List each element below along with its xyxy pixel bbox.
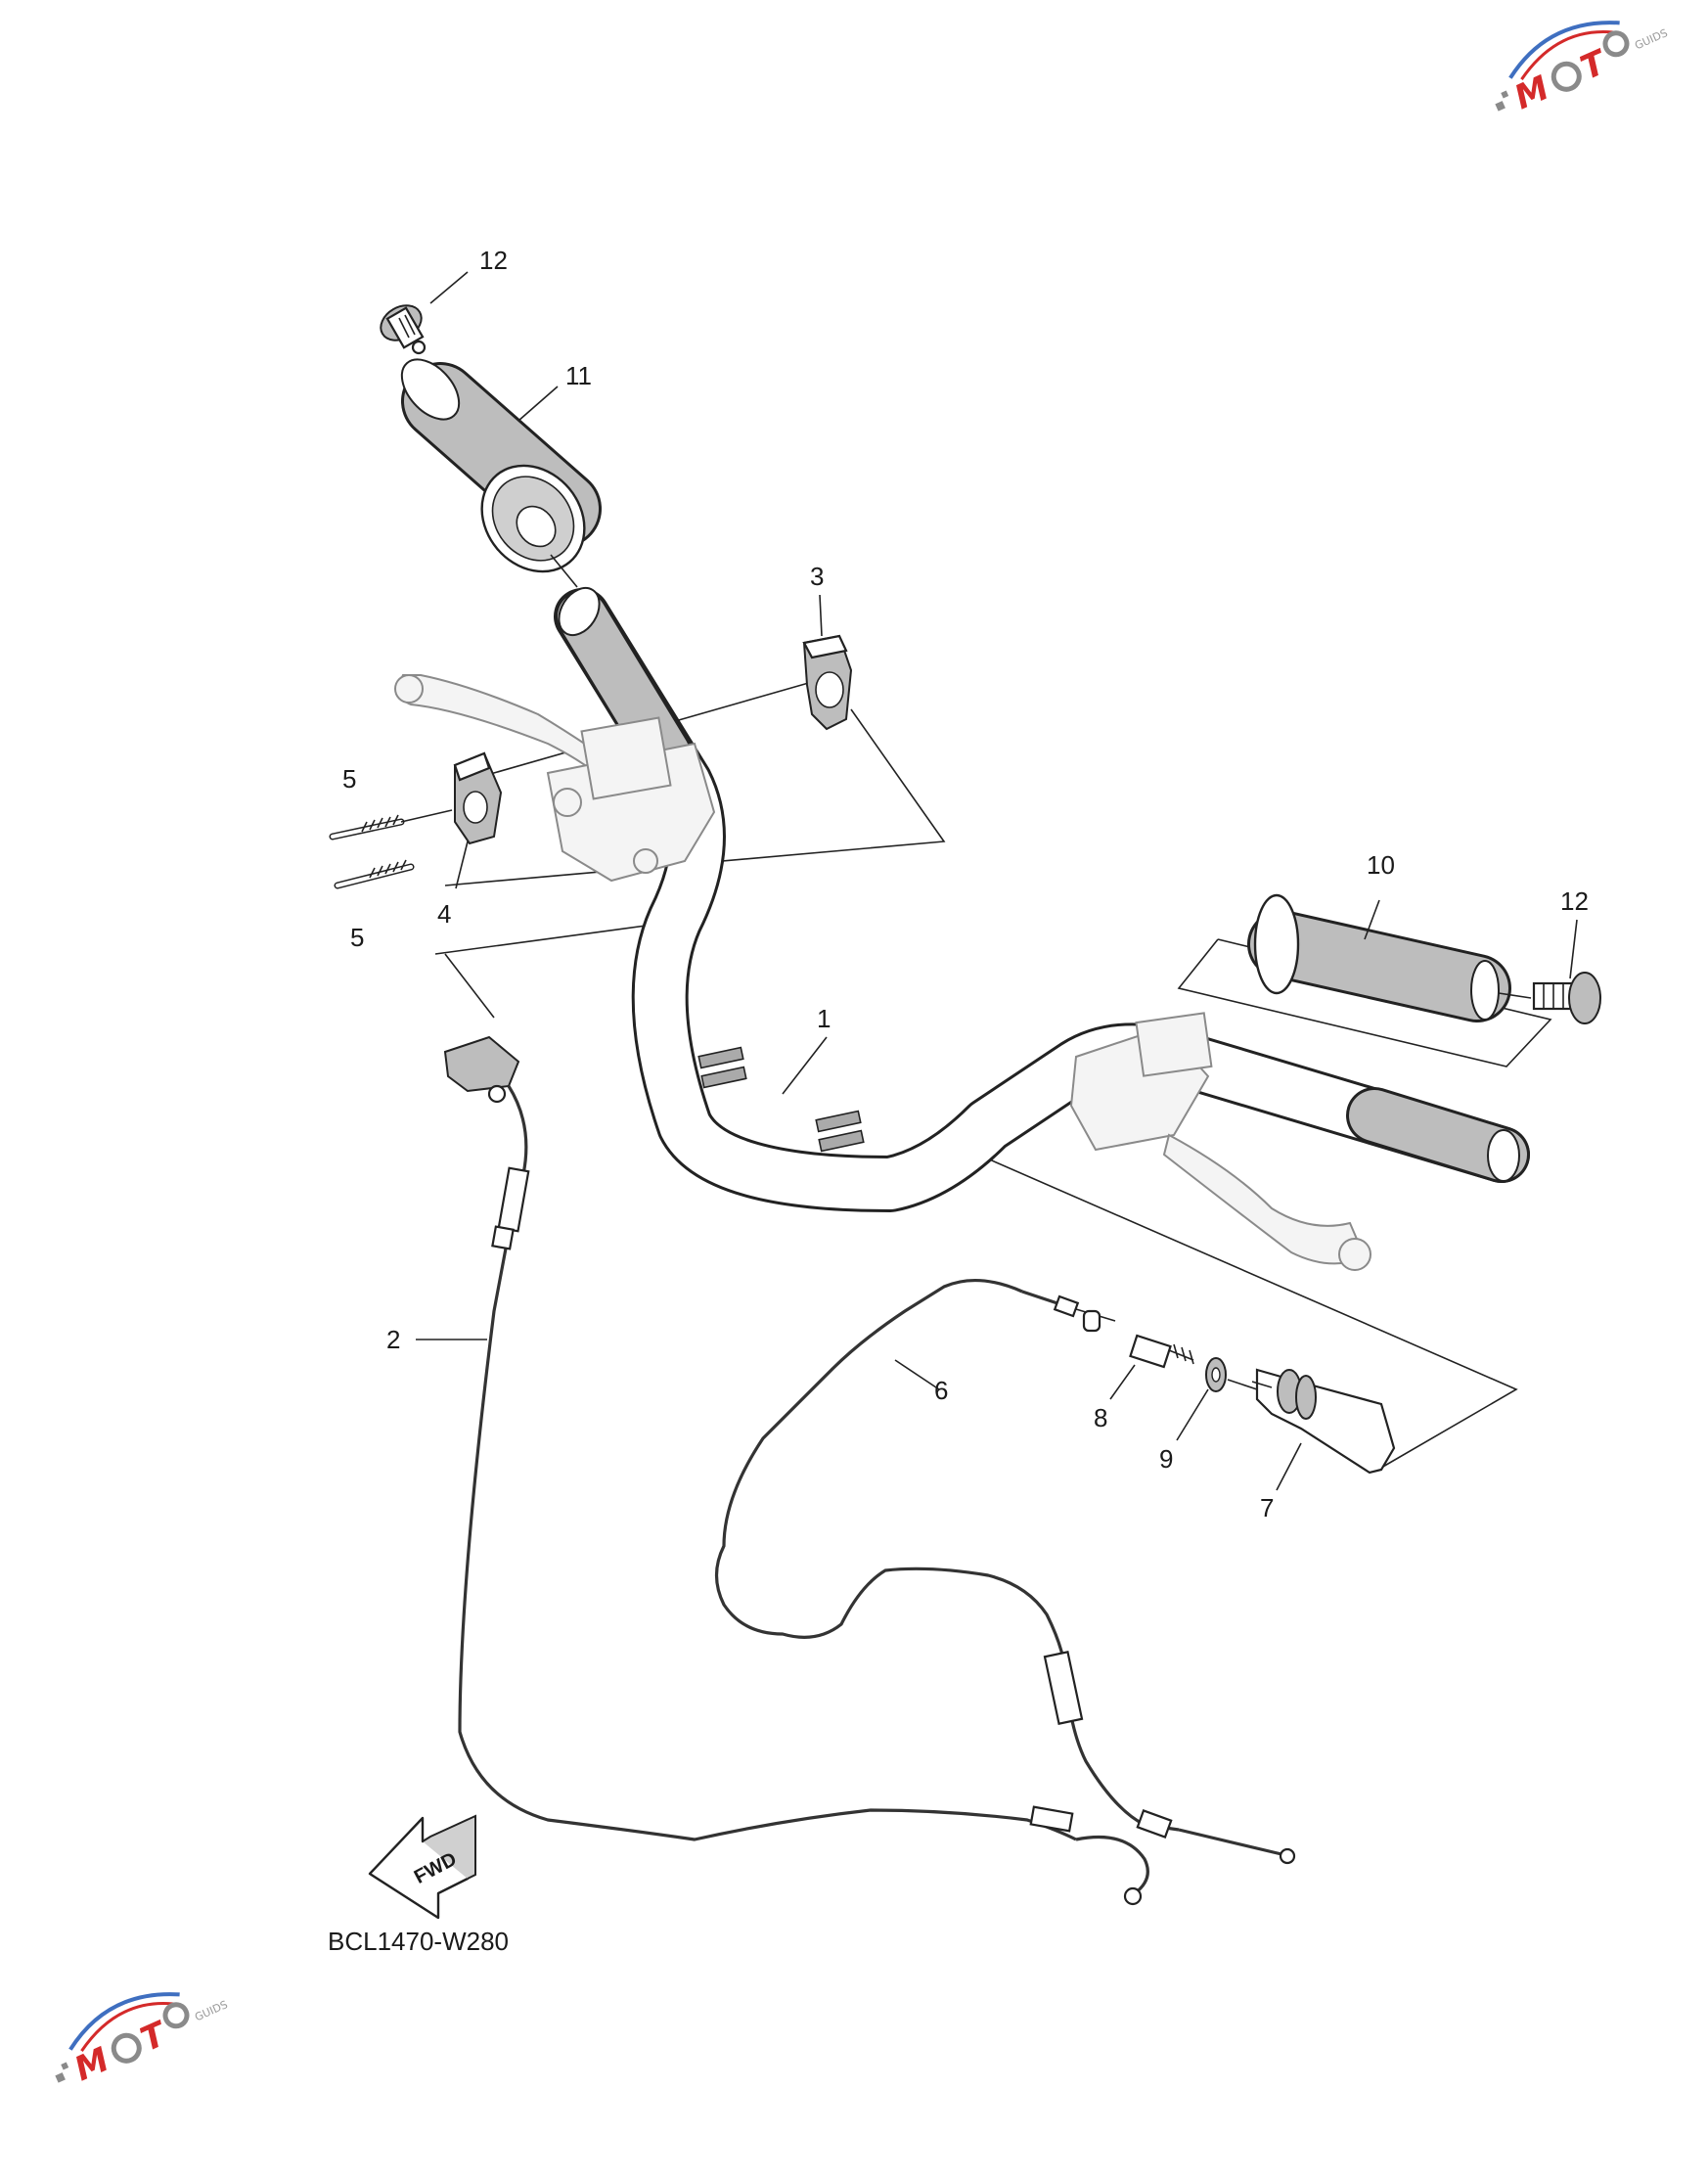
watermark-logo-top: M T GUIDS xyxy=(1495,21,1670,117)
callout-10: 10 xyxy=(1367,850,1395,880)
lever-holder-lower xyxy=(453,751,503,845)
callout-12-right: 12 xyxy=(1560,886,1589,916)
bolt-lower xyxy=(334,859,415,889)
watermark-logo-bottom: M T GUIDS xyxy=(55,1992,230,2089)
gear-icon xyxy=(111,2032,142,2064)
gear-icon xyxy=(1551,61,1582,92)
throttle-washer xyxy=(1205,1357,1258,1392)
callouts: 12 11 3 5 5 4 10 12 1 2 6 8 9 7 xyxy=(342,246,1589,1522)
callout-1: 1 xyxy=(817,1004,831,1033)
bolt-upper xyxy=(329,809,453,840)
watermark-tagline: GUIDS xyxy=(193,1998,230,2023)
callout-7: 7 xyxy=(1260,1493,1274,1522)
bar-end-weight-upper xyxy=(380,304,427,355)
handlebar xyxy=(554,586,1530,1212)
lever-holder-upper xyxy=(802,634,853,731)
callout-5-upper: 5 xyxy=(342,764,356,794)
leader-lines xyxy=(416,271,1578,1491)
gear-icon xyxy=(162,2002,190,2029)
callout-12-upper: 12 xyxy=(479,246,508,275)
callout-3: 3 xyxy=(810,562,824,591)
bar-end-weight-right xyxy=(1532,972,1601,1024)
throttle-cable xyxy=(714,1279,1296,1865)
clutch-lever-assembly xyxy=(394,674,716,883)
watermark-letter-m: M xyxy=(1508,68,1554,117)
callout-9: 9 xyxy=(1159,1444,1173,1474)
throttle-grip-tube xyxy=(1251,1368,1396,1475)
left-grip xyxy=(400,358,602,588)
callout-11: 11 xyxy=(565,361,592,390)
fwd-arrow-icon: FWD xyxy=(368,1814,476,1920)
clutch-cable xyxy=(443,1035,1149,1906)
drawing-code: BCL1470-W280 xyxy=(328,1927,509,1956)
gear-icon xyxy=(1602,30,1630,58)
callout-2: 2 xyxy=(386,1325,400,1354)
callout-4: 4 xyxy=(437,899,451,929)
watermark-letter-m: M xyxy=(68,2040,114,2089)
throttle-collar-screw xyxy=(1129,1334,1194,1369)
callout-8: 8 xyxy=(1094,1403,1107,1432)
brake-lever-assembly xyxy=(1069,1012,1371,1271)
callout-5-lower: 5 xyxy=(350,923,364,952)
right-grip xyxy=(1247,893,1532,1022)
callout-6: 6 xyxy=(934,1376,948,1405)
watermark-tagline: GUIDS xyxy=(1633,26,1670,52)
